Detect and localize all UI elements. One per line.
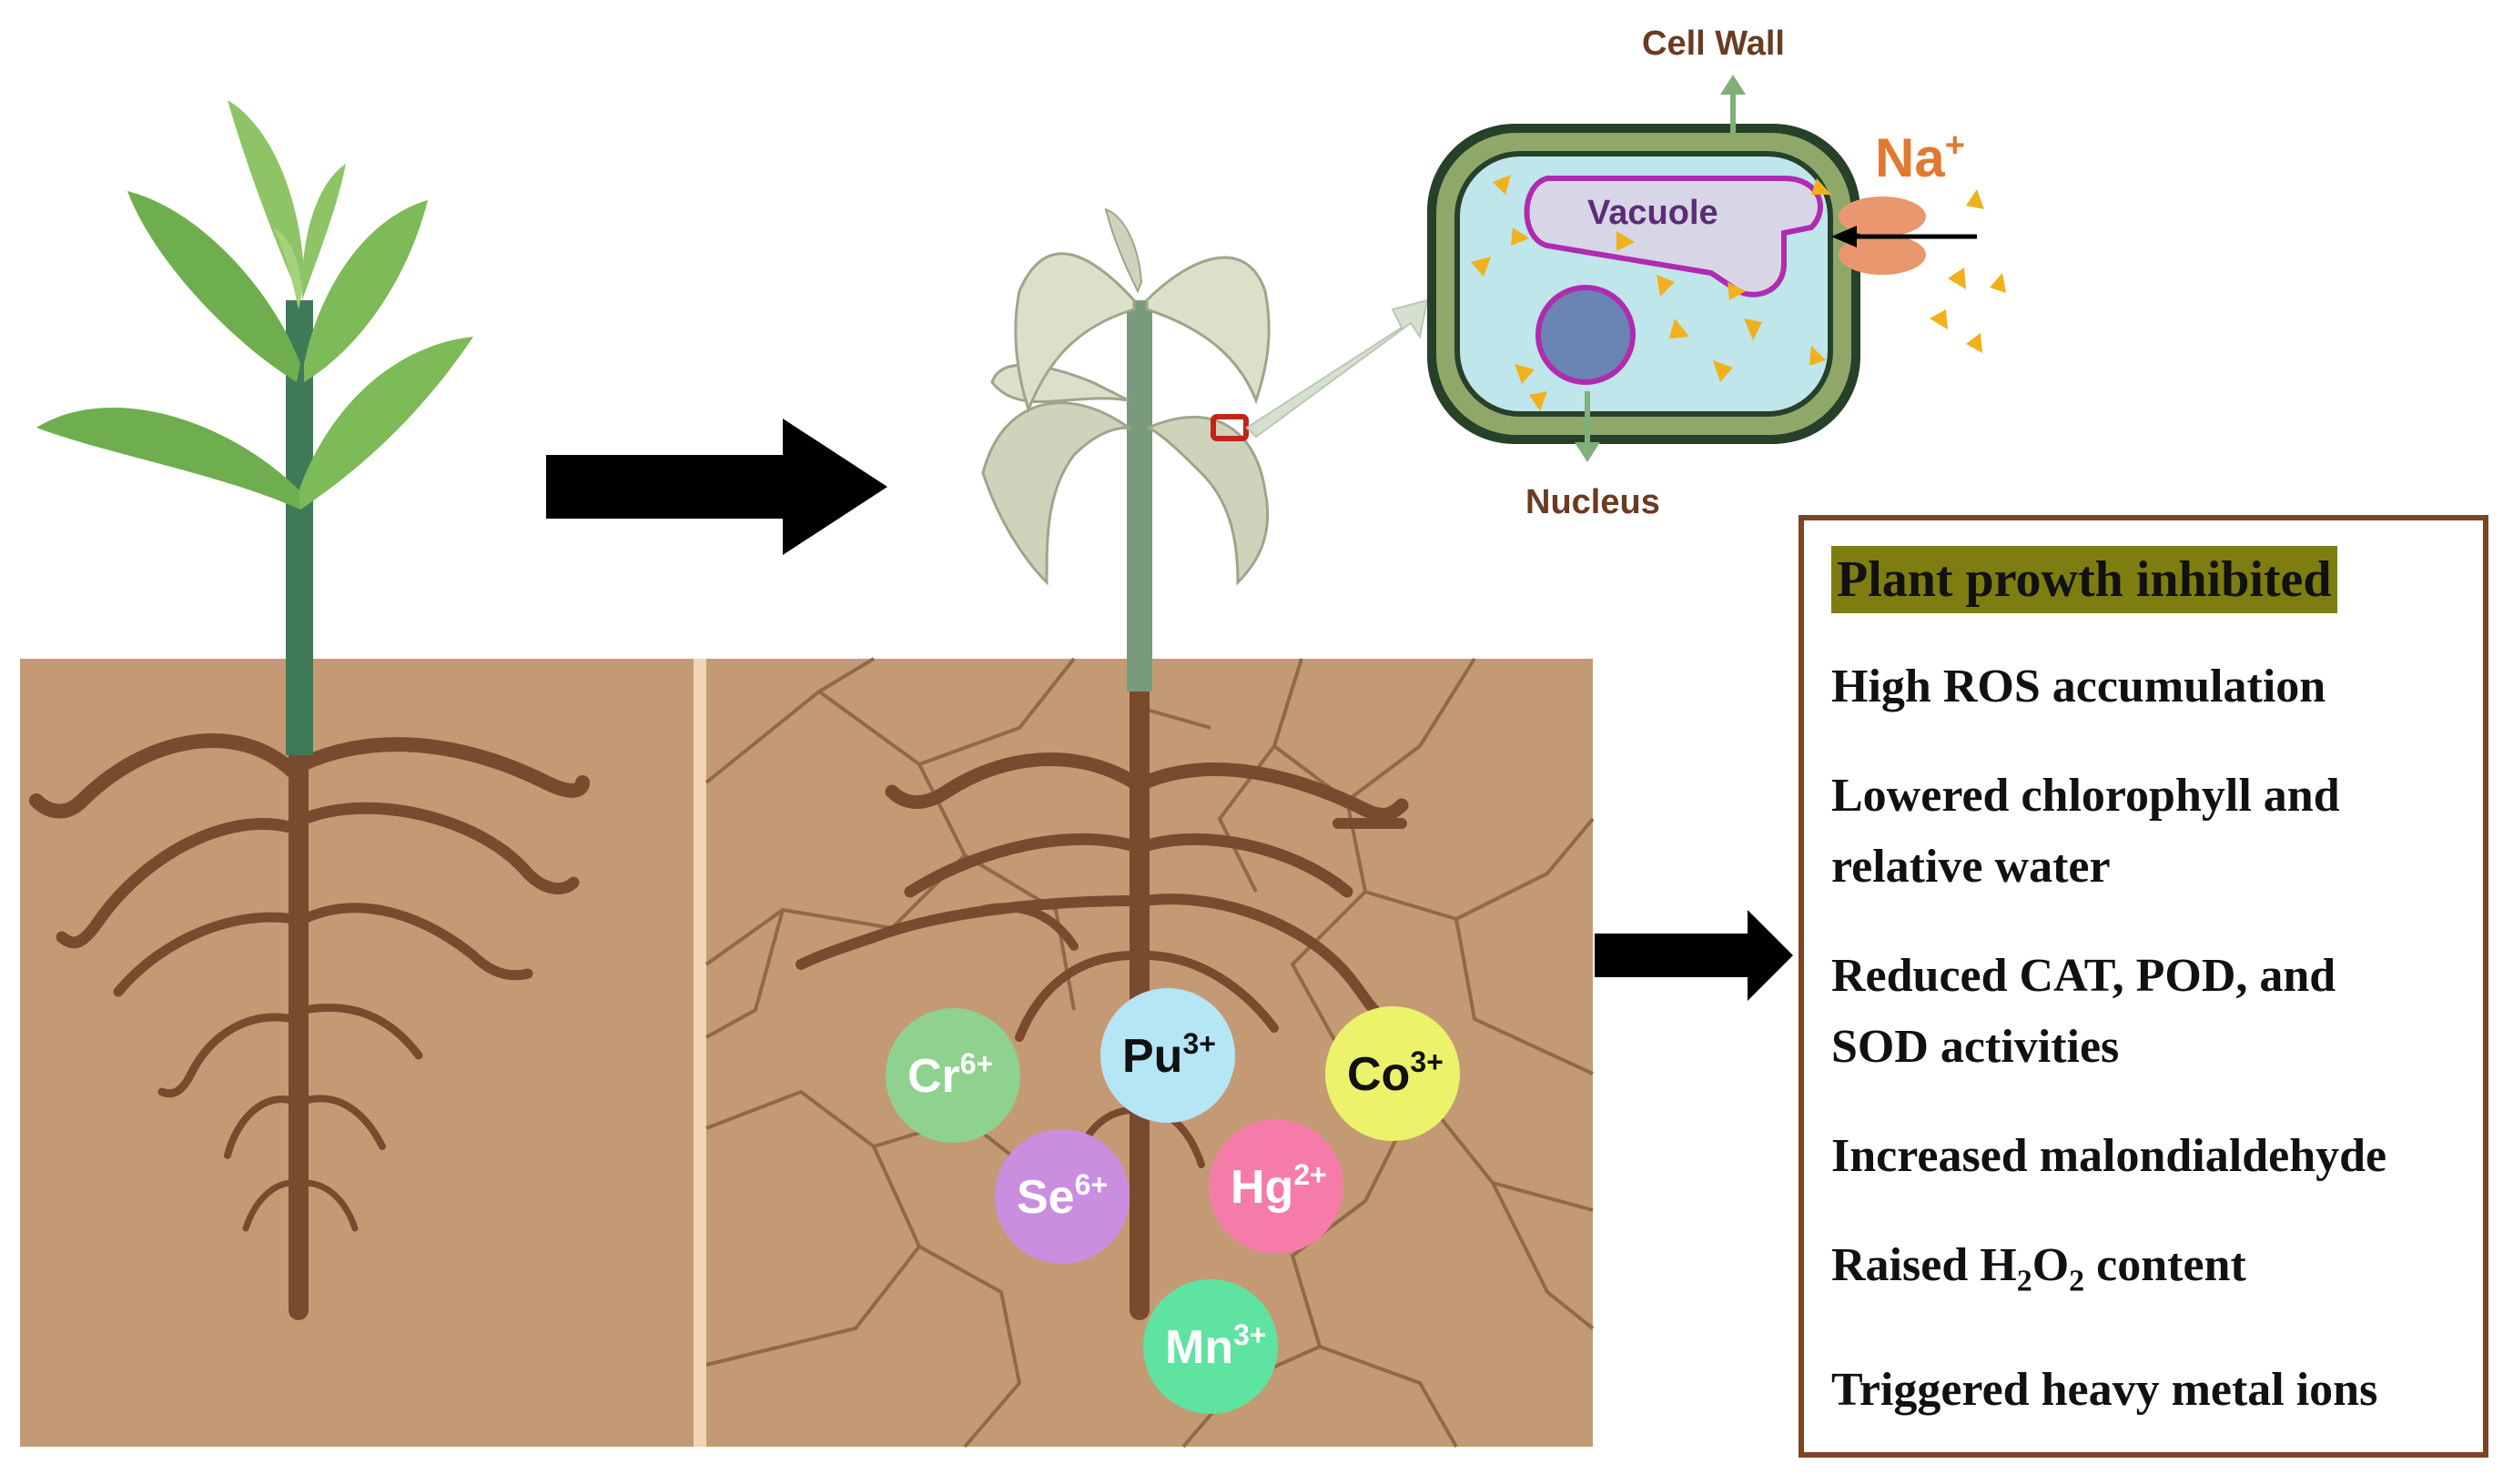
ion-mn: Mn3+	[1143, 1279, 1278, 1414]
effect-lowered-chlorophyll-line1: Lowered chlorophyll and	[1831, 770, 2340, 822]
ion-hg: Hg2+	[1209, 1119, 1343, 1254]
sodium-ion-label: Na+	[1875, 126, 1965, 188]
plant-cell	[1427, 124, 1926, 444]
effect-increased-mda: Increased malondialdehyde	[1831, 1130, 2387, 1182]
ion-mn-bubble	[1143, 1279, 1278, 1414]
ion-hg-bubble	[1209, 1119, 1343, 1254]
healthy-plant-shoot	[36, 100, 473, 755]
ion-co-label: Co3+	[1347, 1045, 1444, 1101]
effects-title: Plant prowth inhibited	[1831, 546, 2337, 613]
zoom-connector-arrow	[1245, 298, 1429, 439]
heavy-metal-ions: Cr6+ Pu3+ Co3+ Se6+ Hg2+ Mn3+	[886, 988, 1460, 1414]
ion-cr: Cr6+	[886, 1008, 1020, 1143]
ion-co-bubble	[1325, 1006, 1460, 1141]
effect-high-ros: High ROS accumulation	[1831, 661, 2326, 712]
ion-co: Co3+	[1325, 1006, 1460, 1141]
nucleus-pointer	[1575, 391, 1600, 462]
ion-cr-bubble	[886, 1008, 1020, 1143]
effect-h2o2-sub2: 2	[2069, 1264, 2085, 1298]
effect-reduced-enzymes: Reduced CAT, POD, and SOD activities	[1831, 941, 2459, 1083]
effect-raised-h2o2: Raised H2O2 content	[1831, 1230, 2459, 1317]
effect-heavy-metal-ions: Triggered heavy metal ions	[1831, 1364, 2378, 1417]
ion-channel-bottom	[1839, 235, 1926, 275]
cell-wall-label: Cell Wall	[1642, 25, 1785, 63]
ion-pu-label: Pu3+	[1122, 1027, 1216, 1083]
effect-lowered-chlorophyll: Lowered chlorophyll and relative water	[1831, 761, 2459, 903]
ion-pu-bubble	[1100, 988, 1235, 1123]
ion-cr-label: Cr6+	[907, 1047, 993, 1103]
ion-se-bubble	[995, 1129, 1130, 1264]
progression-arrow	[546, 419, 887, 555]
sodium-influx-arrow	[1831, 226, 1977, 247]
nucleus-label: Nucleus	[1525, 483, 1660, 521]
effect-reduced-enzymes-line2: SOD activities	[1831, 1021, 2120, 1073]
cell-wall-pointer	[1720, 75, 1746, 133]
effects-arrow	[1595, 910, 1793, 1001]
ion-se: Se6+	[995, 1129, 1130, 1264]
effect-h2o2-before: Raised H	[1831, 1239, 2017, 1291]
stressed-plant-shoot	[981, 207, 1271, 692]
ion-se-label: Se6+	[1017, 1168, 1108, 1224]
ion-mn-label: Mn3+	[1165, 1318, 1267, 1374]
effect-h2o2-mid: O	[2032, 1239, 2070, 1291]
vacuole-label: Vacuole	[1587, 194, 1718, 232]
effect-lowered-chlorophyll-line2: relative water	[1831, 841, 2111, 893]
effects-box: Plant prowth inhibited High ROS accumula…	[1799, 515, 2488, 1458]
ion-channel-top	[1839, 197, 1926, 237]
soil-divider	[694, 659, 706, 1447]
ion-pu: Pu3+	[1100, 988, 1235, 1123]
effect-reduced-enzymes-line1: Reduced CAT, POD, and	[1831, 950, 2336, 1002]
ion-hg-label: Hg2+	[1231, 1158, 1327, 1214]
sodium-ion-markers	[1471, 175, 2006, 411]
effect-h2o2-after: content	[2084, 1239, 2246, 1291]
effect-h2o2-sub1: 2	[2016, 1264, 2032, 1298]
healthy-plant-roots	[29, 733, 590, 1320]
nucleus	[1535, 285, 1636, 385]
